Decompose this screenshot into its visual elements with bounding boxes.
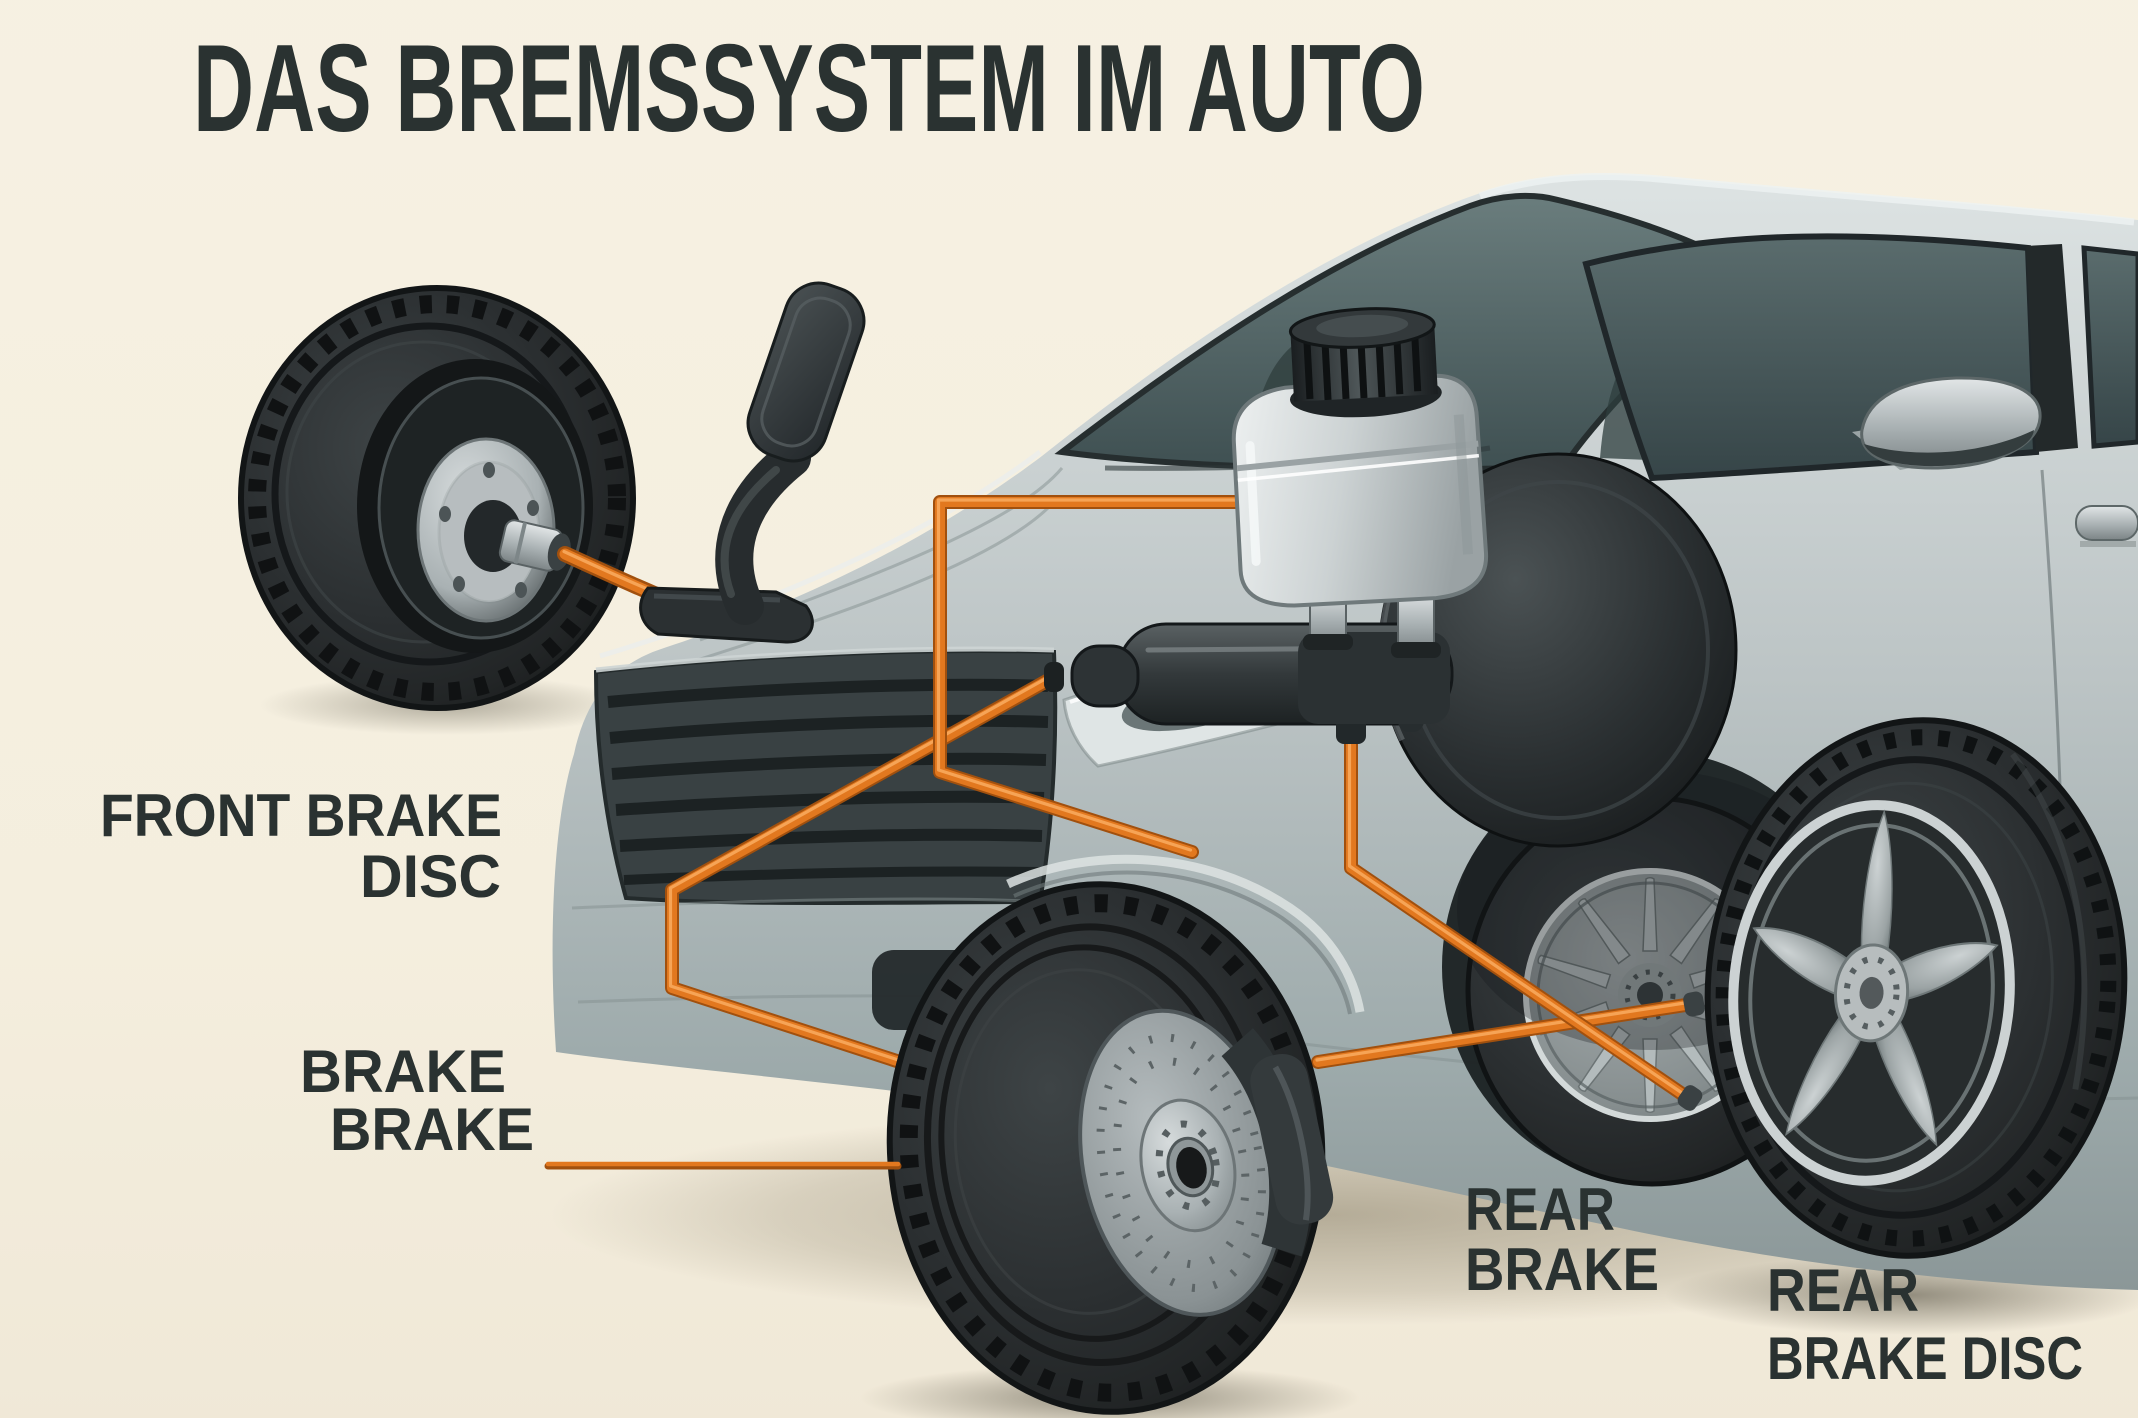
b-pillar [2026, 244, 2078, 452]
svg-text:BRAKE: BRAKE [300, 1038, 506, 1105]
front-brake-disc-wheel [886, 881, 1334, 1415]
side-mirror [1852, 376, 2042, 470]
front-wheel [238, 285, 711, 711]
svg-text:REAR: REAR [1767, 1257, 1919, 1324]
label-brake: BRAKE BRAKE [300, 1038, 534, 1163]
rear-brake-disc-wheel [1704, 717, 2128, 1259]
alloy-wheel-face [1728, 800, 2015, 1186]
door-handle [2075, 505, 2138, 547]
brake-pedal [639, 281, 866, 644]
brake-disc [1051, 981, 1334, 1344]
pedal-pad [746, 281, 866, 463]
brake-line-rear-upper [1344, 729, 1695, 1105]
wheel-hub [1139, 1098, 1237, 1233]
label-rear-brake-disc: REAR BRAKE DISC [1767, 1257, 2083, 1392]
label-front-brake-disc: FRONT BRAKE DISC [100, 782, 502, 910]
svg-text:REAR: REAR [1465, 1176, 1615, 1243]
brake-line-reservoir [933, 495, 1247, 859]
brake-caliper [1051, 981, 1334, 1344]
svg-text:FRONT BRAKE: FRONT BRAKE [100, 782, 502, 849]
rear-brake-connector [1677, 1085, 1703, 1111]
brake-line-front [665, 671, 1059, 1071]
brake-fluid-reservoir [1231, 373, 1489, 608]
diagram-title: DAS BREMSSYSTEM IM AUTO [193, 20, 1425, 158]
front-grille [593, 646, 1058, 905]
label-leader-line [544, 1161, 902, 1170]
master-cylinder-assembly [1044, 307, 1738, 848]
svg-text:BRAKE: BRAKE [1465, 1236, 1659, 1303]
rear-brake-connector [1683, 991, 1705, 1017]
brake-line-rear-lower [1311, 997, 1699, 1069]
svg-text:BRAKE DISC: BRAKE DISC [1767, 1325, 2083, 1392]
svg-text:BRAKE: BRAKE [330, 1096, 534, 1163]
diagram-labels: DAS BREMSSYSTEM IM AUTO FRONT BRAKE DISC… [100, 20, 2083, 1392]
side-window-rear [2081, 245, 2138, 449]
label-rear-brake: REAR BRAKE [1465, 1176, 1659, 1303]
brake-lines [665, 495, 1705, 1111]
front-fender-arch [1006, 854, 1365, 1013]
reservoir-cap [1288, 307, 1442, 418]
svg-text:DISC: DISC [360, 843, 501, 910]
